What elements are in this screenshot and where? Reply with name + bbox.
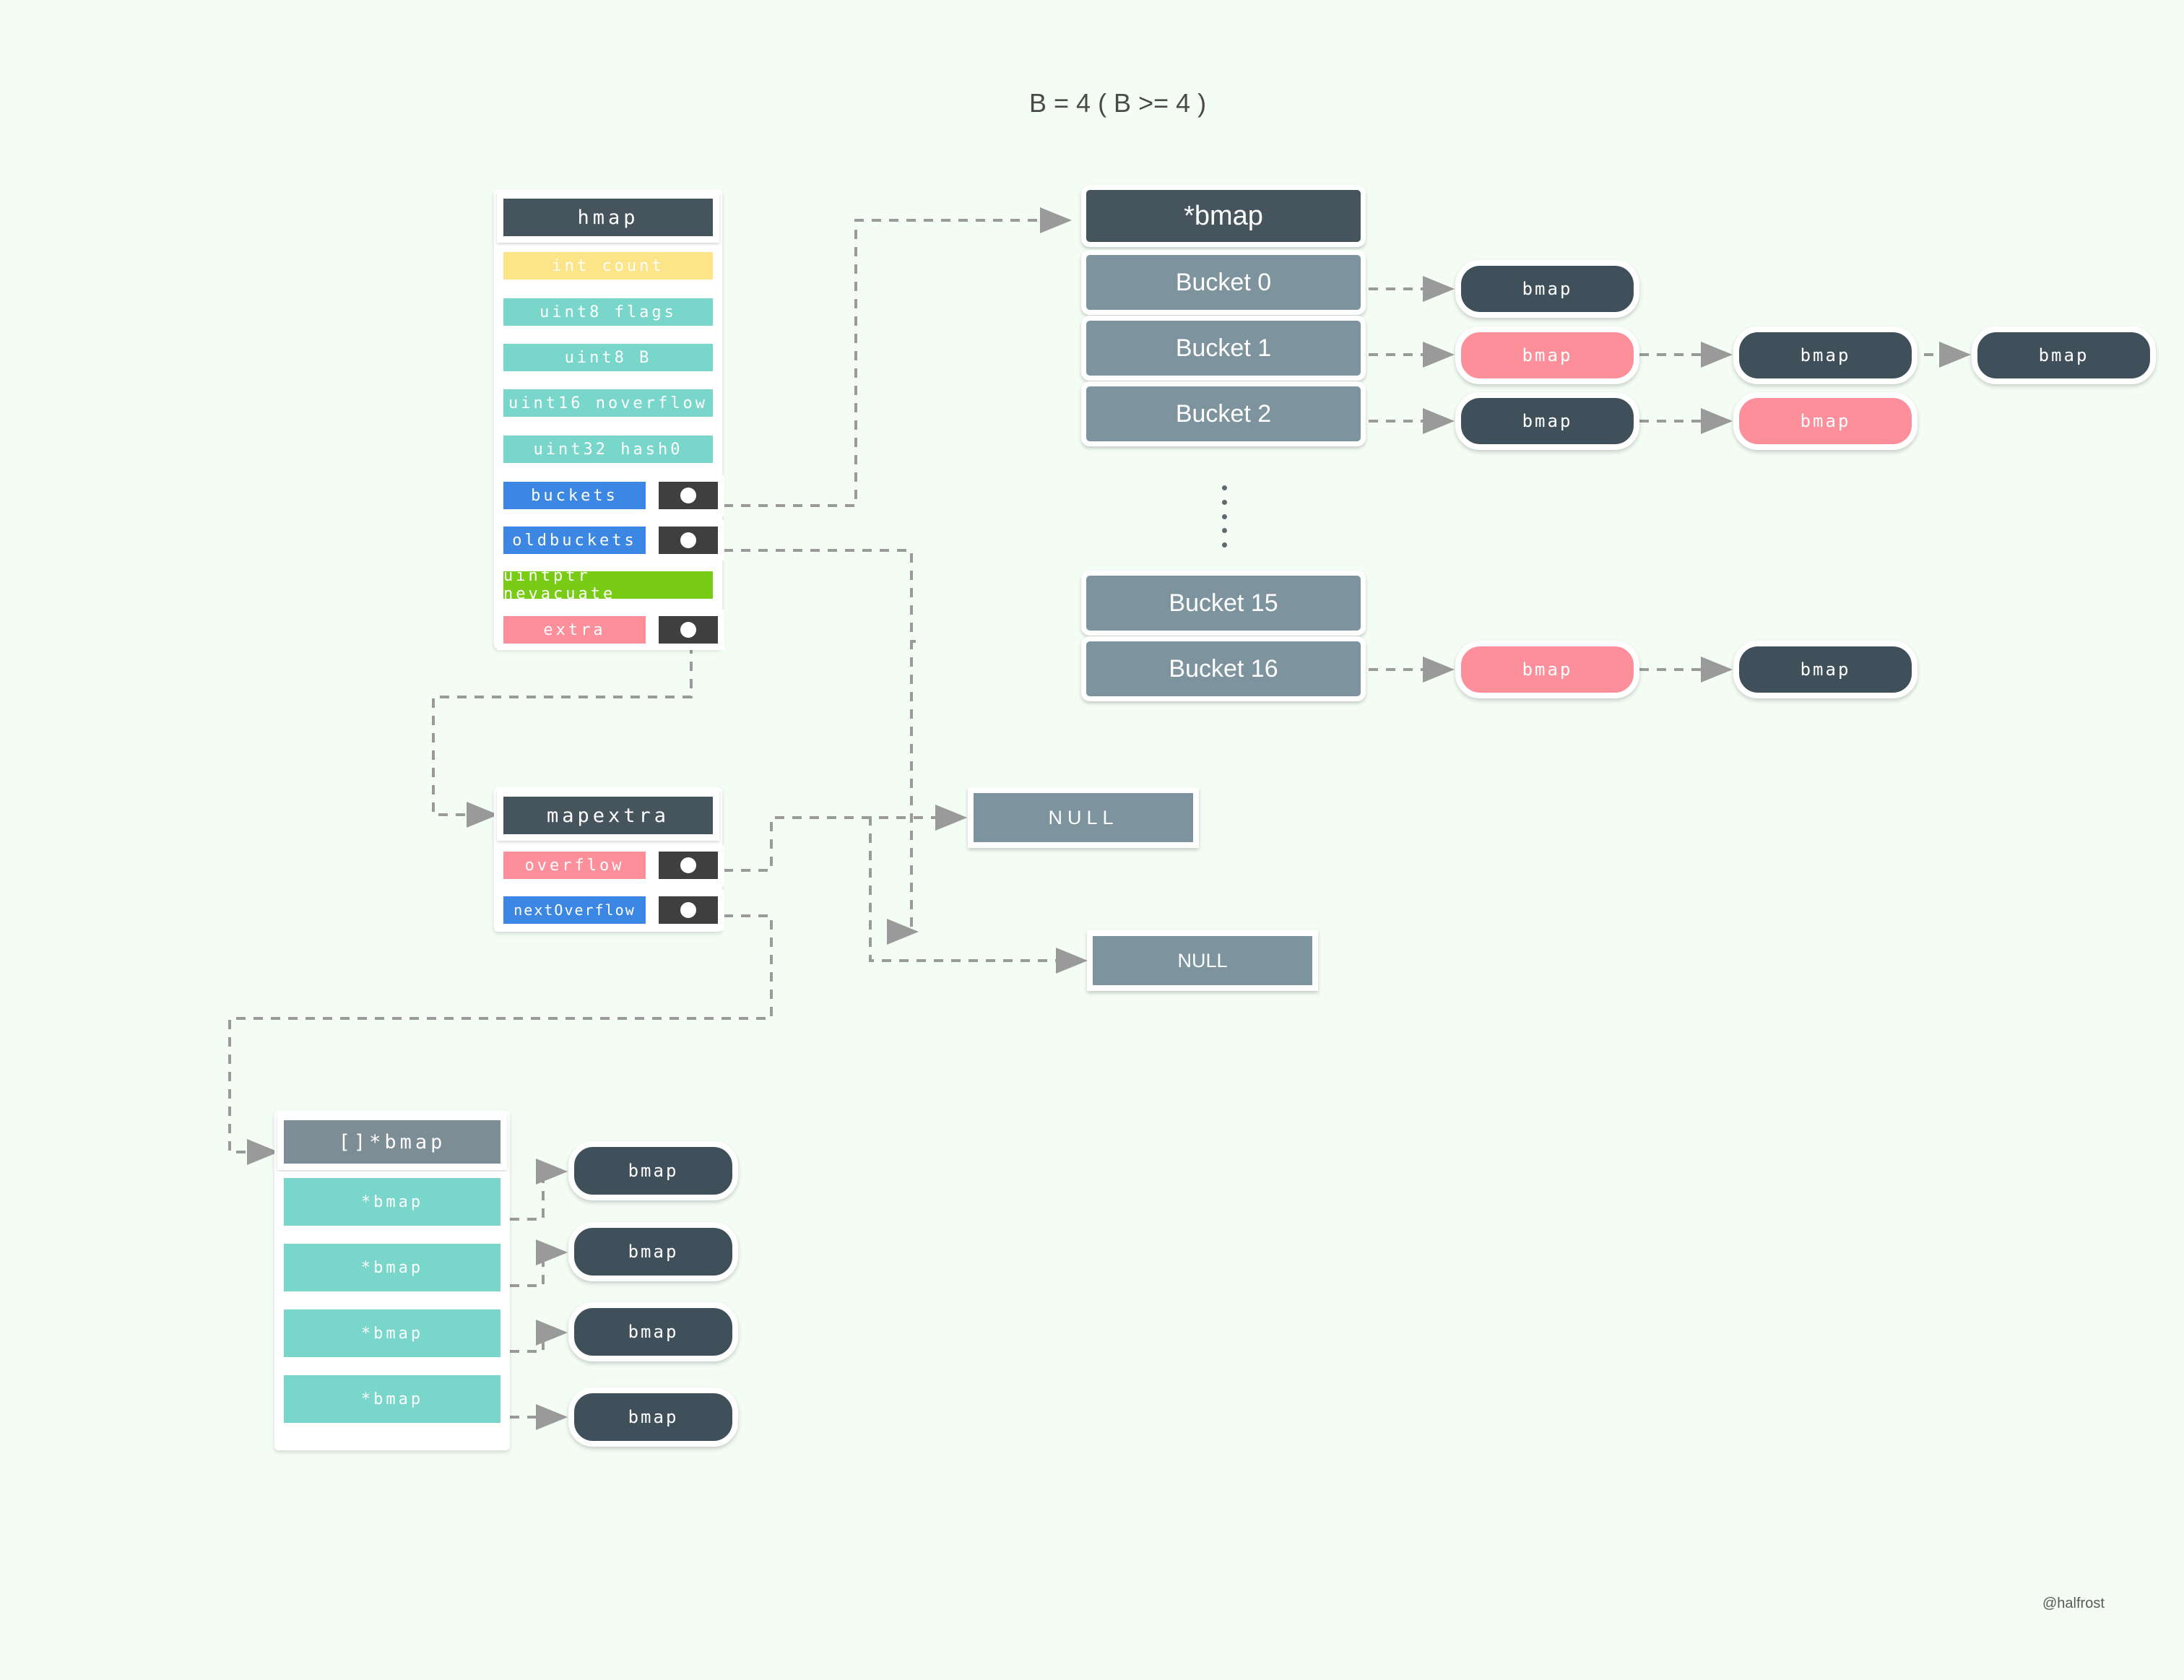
mapextra-overflow-pointer[interactable] — [652, 845, 724, 886]
watermark: @halfrost — [2042, 1595, 2105, 1611]
hmap-buckets-pointer[interactable] — [652, 475, 724, 516]
bucket-slot-0[interactable]: Bucket 0 — [1081, 250, 1366, 315]
bucket-ellipsis-icon — [1221, 485, 1227, 547]
overflow-target-bmap-1[interactable]: bmap — [568, 1222, 738, 1281]
hmap-field-noverflow: uint16 noverflow — [497, 383, 719, 423]
bmap-b2-0[interactable]: bmap — [1455, 392, 1639, 450]
page-title: B = 4 ( B >= 4 ) — [1029, 88, 1207, 118]
bmap-b1-0[interactable]: bmap — [1455, 326, 1639, 384]
pointer-dot-icon — [680, 857, 696, 873]
buckets-array-header: *bmap — [1081, 185, 1366, 247]
bmap-b1-1[interactable]: bmap — [1733, 326, 1918, 384]
bmap-b1-2[interactable]: bmap — [1972, 326, 2156, 384]
hmap-field-count: int count — [497, 246, 719, 286]
overflow-slot-1[interactable]: *bmap — [277, 1237, 507, 1298]
hmap-field-buckets: buckets — [497, 475, 652, 516]
hmap-field-b: uint8 B — [497, 337, 719, 378]
overflow-array-header: []*bmap — [277, 1114, 507, 1170]
pointer-dot-icon — [680, 488, 696, 503]
overflow-slot-3[interactable]: *bmap — [277, 1369, 507, 1429]
hmap-field-oldbuckets: oldbuckets — [497, 520, 652, 560]
bmap-b2-1[interactable]: bmap — [1733, 392, 1918, 450]
bmap-b16-1[interactable]: bmap — [1733, 641, 1918, 698]
bucket-slot-1[interactable]: Bucket 1 — [1081, 316, 1366, 381]
bmap-b16-0[interactable]: bmap — [1455, 641, 1639, 698]
null-node-oldoverflow: NULL — [1087, 930, 1318, 991]
null-node-overflow: NULL — [968, 787, 1199, 848]
mapextra-header: mapextra — [497, 790, 719, 841]
overflow-slot-0[interactable]: *bmap — [277, 1172, 507, 1232]
hmap-field-nevacuate: uintptr nevacuate — [497, 565, 719, 605]
bmap-b0-0[interactable]: bmap — [1455, 260, 1639, 318]
hmap-field-hash0: uint32 hash0 — [497, 429, 719, 469]
hmap-field-extra: extra — [497, 610, 652, 650]
hmap-extra-pointer[interactable] — [652, 610, 724, 650]
hmap-header: hmap — [497, 192, 719, 243]
overflow-slot-2[interactable]: *bmap — [277, 1303, 507, 1364]
overflow-target-bmap-2[interactable]: bmap — [568, 1302, 738, 1361]
mapextra-nextoverflow-pointer[interactable] — [652, 890, 724, 930]
pointer-dot-icon — [680, 622, 696, 638]
bucket-slot-2[interactable]: Bucket 2 — [1081, 381, 1366, 446]
mapextra-field-overflow: overflow — [497, 845, 652, 886]
hmap-oldbuckets-pointer[interactable] — [652, 520, 724, 560]
overflow-target-bmap-3[interactable]: bmap — [568, 1387, 738, 1447]
pointer-dot-icon — [680, 532, 696, 548]
bucket-slot-15[interactable]: Bucket 15 — [1081, 571, 1366, 636]
overflow-target-bmap-0[interactable]: bmap — [568, 1141, 738, 1200]
mapextra-field-nextoverflow: nextOverflow — [497, 890, 652, 930]
bucket-slot-16[interactable]: Bucket 16 — [1081, 636, 1366, 701]
pointer-dot-icon — [680, 902, 696, 918]
hmap-field-flags: uint8 flags — [497, 292, 719, 332]
